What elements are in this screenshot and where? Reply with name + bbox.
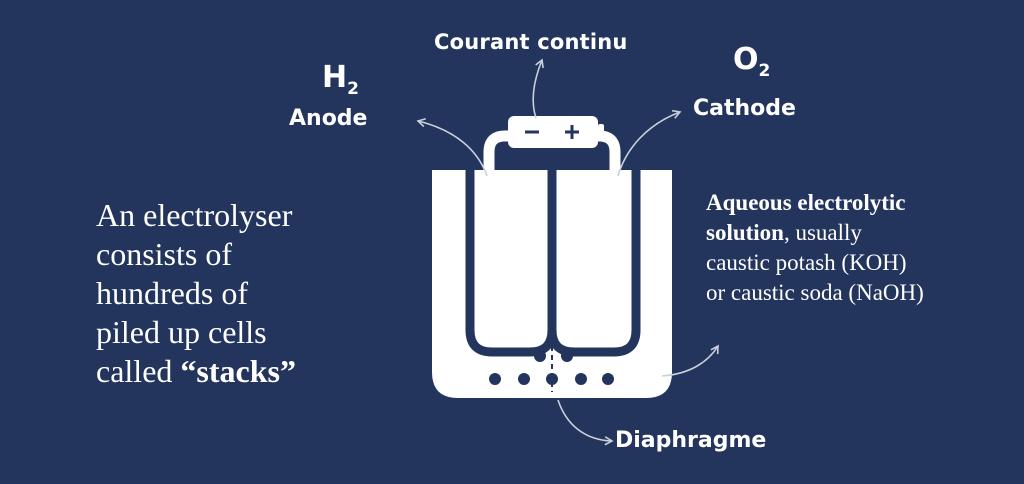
electrode-right-icon (608, 176, 622, 326)
cathode-label: Cathode (693, 96, 796, 121)
arrow-solution-icon (661, 344, 719, 377)
electrode-left-icon (482, 176, 496, 326)
bubble-icon (489, 350, 614, 385)
solution-line: or caustic soda (NaOH) (706, 280, 924, 305)
arrow-h2-icon (416, 118, 488, 177)
solution-rest: , usually (783, 220, 862, 245)
o2-subscript: 2 (758, 61, 771, 81)
h2-label: H2 (322, 60, 359, 99)
current-label: Courant continu (434, 30, 628, 54)
left-text-line: called “stacks” (96, 352, 296, 391)
electrode-well-right-icon (547, 170, 641, 357)
solution-title: Aqueous electrolytic (706, 190, 906, 215)
arrow-o2-icon (617, 109, 682, 177)
h2-subscript: 2 (347, 79, 359, 99)
solution-term: solution (706, 220, 784, 245)
diaphragm-label: Diaphragme (615, 428, 767, 453)
solution-line: solution, usually (706, 218, 924, 248)
solution-description: Aqueous electrolytic solution, usually c… (706, 188, 924, 308)
left-text-line: An electrolyser (96, 197, 293, 233)
o2-label: O2 (733, 42, 770, 81)
battery-icon (508, 116, 604, 148)
wire-left-icon (483, 130, 518, 186)
arrow-current-icon (532, 58, 544, 119)
left-text-line: consists of (96, 236, 232, 272)
left-text-line: hundreds of (96, 275, 248, 311)
stacks-term: “stacks” (180, 353, 296, 389)
stacks-description: An electrolyser consists of hundreds of … (96, 196, 296, 391)
h2-main: H (322, 60, 348, 95)
solution-line: caustic potash (KOH) (706, 250, 907, 275)
left-text-prefix: called (96, 353, 181, 389)
arrow-diaphragm-icon (557, 399, 614, 446)
o2-main: O (733, 42, 759, 77)
left-text-line: piled up cells (96, 314, 267, 350)
anode-label: Anode (289, 106, 368, 131)
